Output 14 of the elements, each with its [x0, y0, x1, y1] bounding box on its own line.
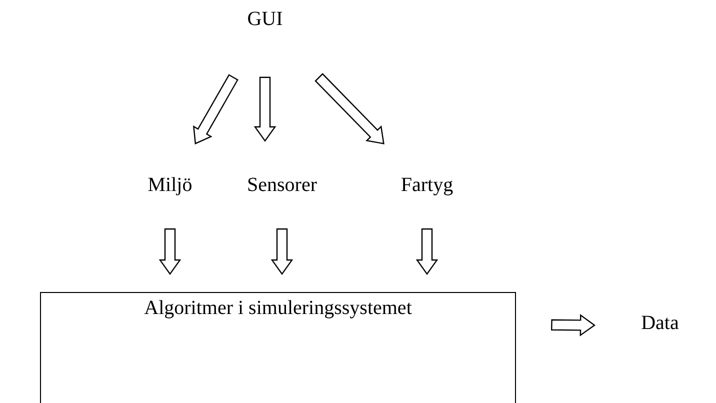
node-label: Sensorer	[246, 174, 318, 197]
process-box	[40, 292, 516, 403]
node-label: Miljö	[146, 174, 194, 197]
box-title: Algoritmer i simuleringssystemet	[143, 297, 413, 320]
block-arrow	[158, 228, 182, 276]
block-arrow	[416, 228, 438, 276]
node-label: Data	[640, 312, 680, 335]
block-arrow	[550, 314, 596, 336]
node-label: GUI	[246, 8, 284, 31]
block-arrow	[270, 228, 294, 276]
block-arrow	[254, 76, 276, 142]
block-arrow	[192, 74, 238, 144]
block-arrow	[314, 73, 384, 144]
node-label: Fartyg	[400, 174, 454, 197]
